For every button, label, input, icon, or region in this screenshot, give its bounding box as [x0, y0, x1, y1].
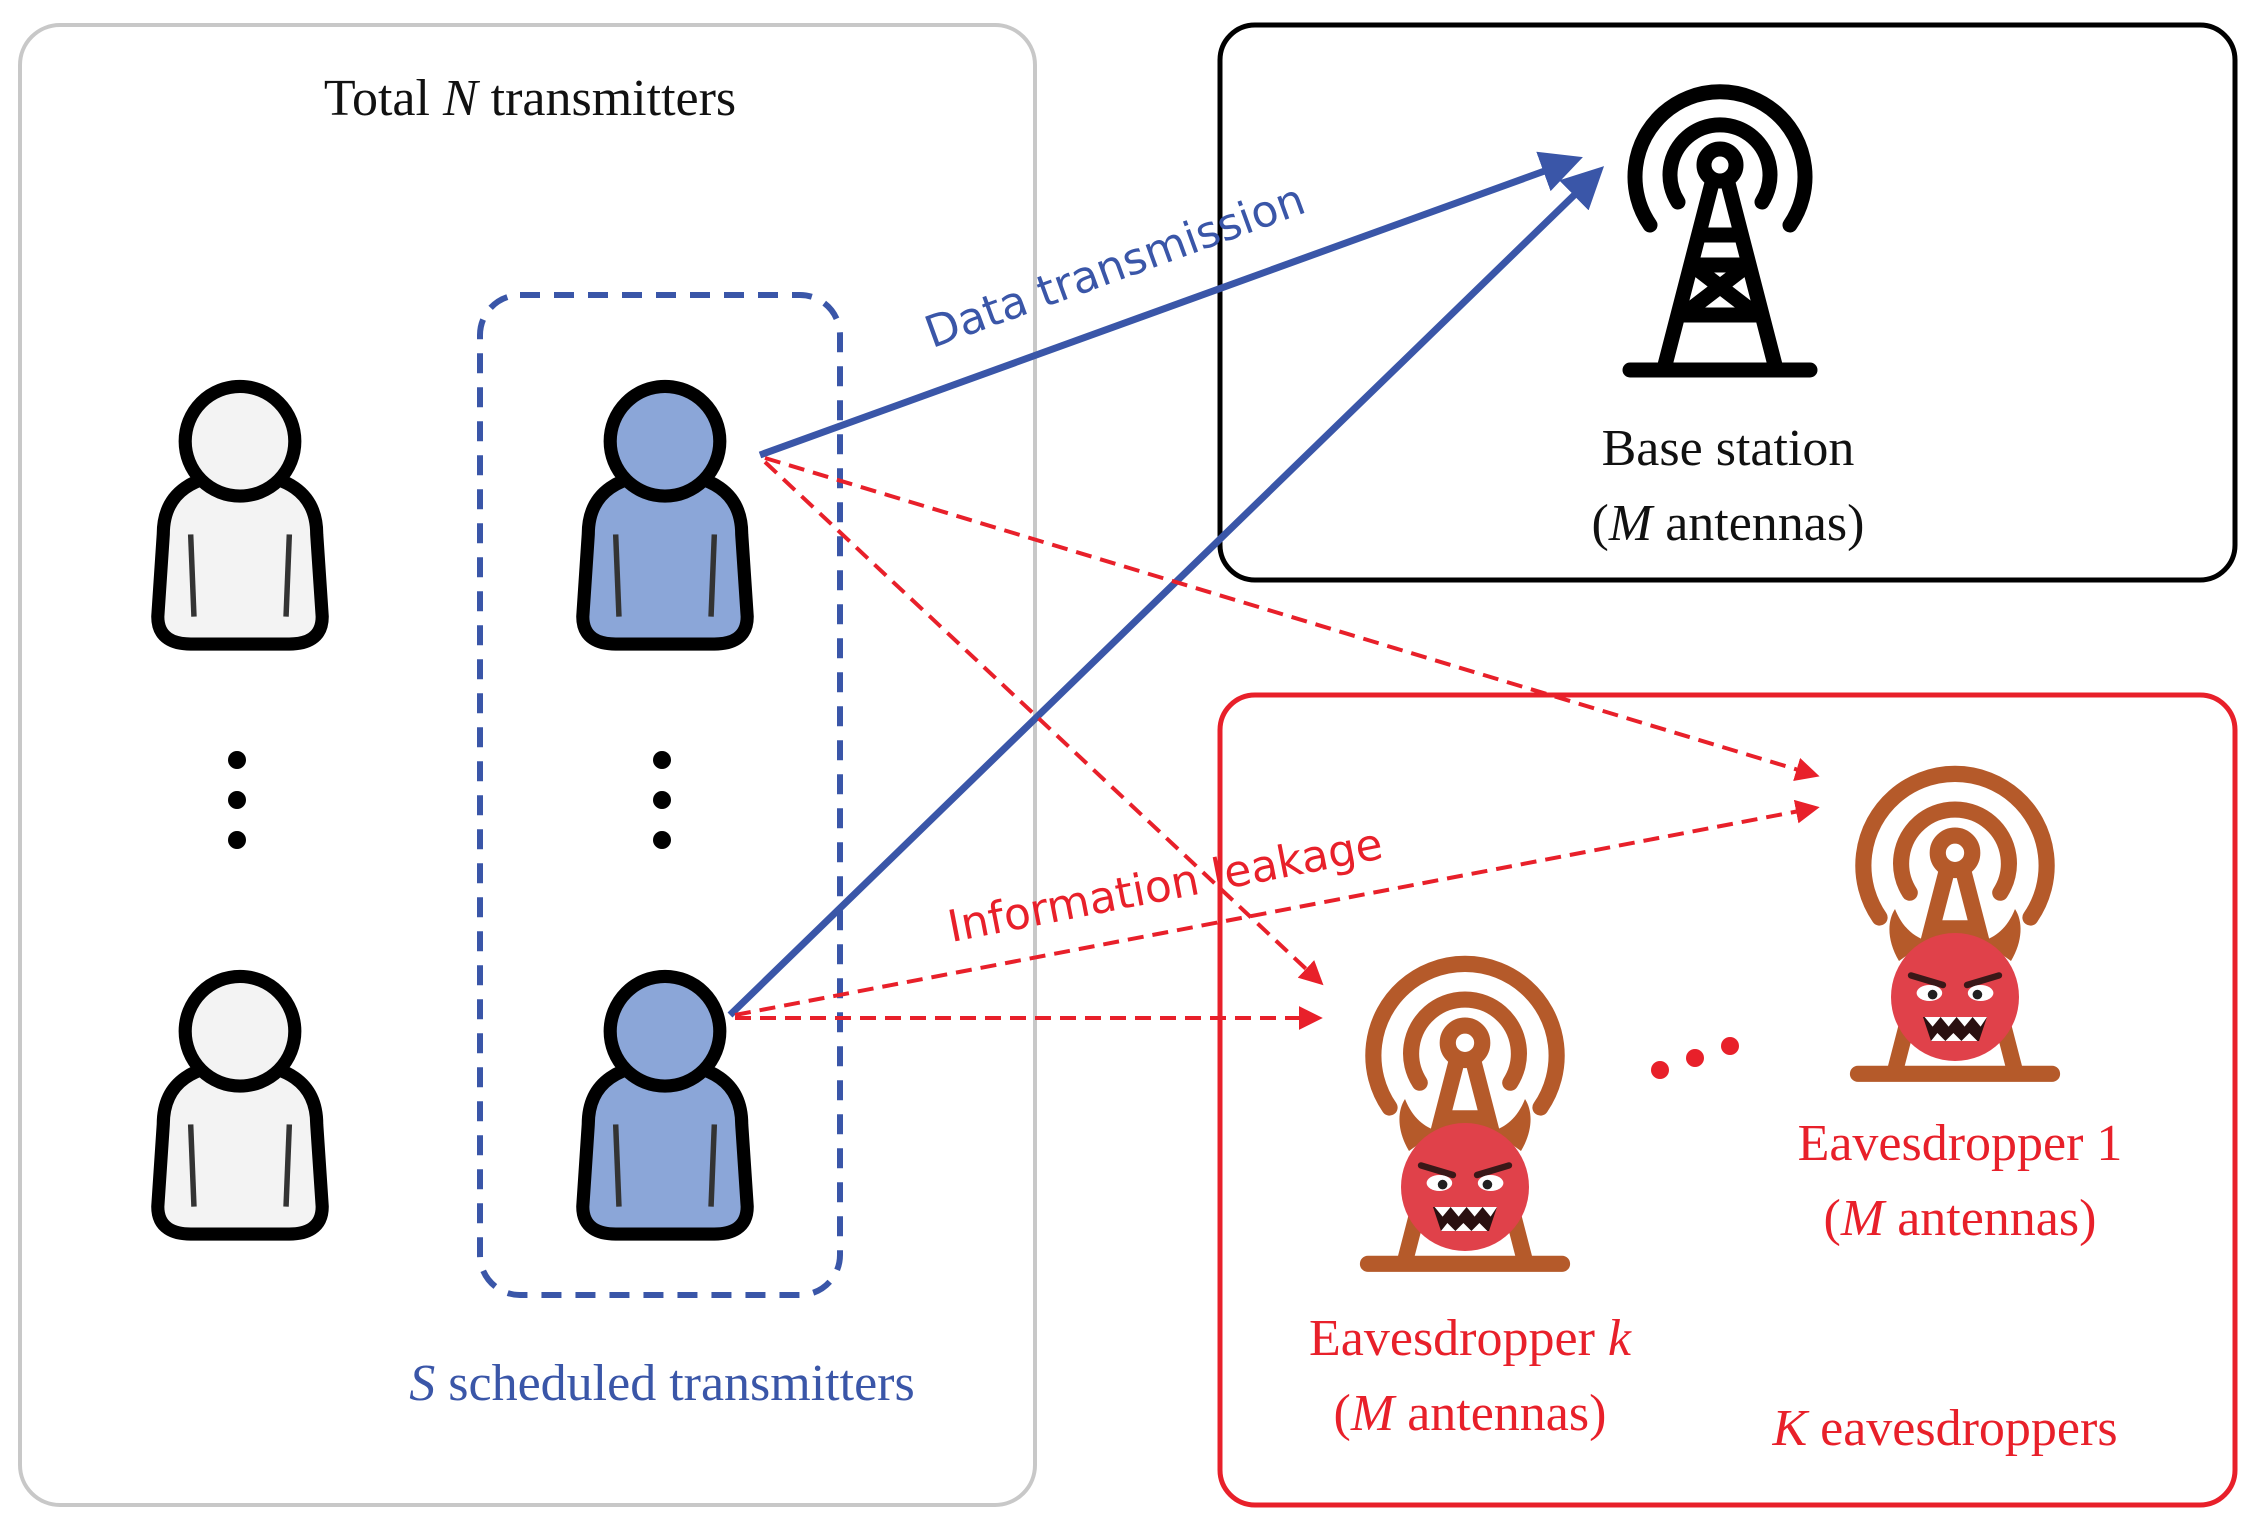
eavesdropper-1-name: Eavesdropper 1 [1798, 1115, 2123, 1172]
base-station-name: Base station [1602, 420, 1855, 477]
person-icon [158, 976, 322, 1234]
person-icon [158, 386, 322, 644]
scheduled-group [477, 292, 843, 1298]
base-station-panel [1217, 22, 2238, 583]
scheduled-transmitters-label: S scheduled transmitters [409, 1355, 914, 1412]
ellipsis-left [228, 751, 246, 849]
person-icon [583, 976, 747, 1234]
k-eavesdroppers-label: K eavesdroppers [1771, 1400, 2117, 1457]
eavesdropper-k-name: Eavesdropper k [1309, 1310, 1632, 1367]
base-station-antennas: (M antennas) [1592, 495, 1865, 552]
data-arrow-bottom [727, 166, 1605, 1018]
person-icon [583, 386, 747, 644]
eavesdroppers-panel [1217, 692, 2238, 1508]
data-transmission-label: Data transmission [918, 174, 1311, 359]
data-arrow-top [758, 151, 1583, 459]
ellipsis-scheduled [653, 751, 671, 849]
eavesdropper-1-antennas: (M antennas) [1824, 1190, 2097, 1247]
leak-arrow-bottom-to-eve1 [734, 799, 1820, 1017]
radio-tower-icon [1630, 92, 1810, 370]
eavesdropper-k-antennas: (M antennas) [1334, 1385, 1607, 1442]
total-transmitters-label: Total N transmitters [324, 70, 736, 127]
leak-arrow-top-to-eve1 [764, 456, 1820, 781]
ellipsis-eavesdroppers [1651, 1037, 1739, 1079]
transmitters-panel [18, 23, 1037, 1507]
leak-arrow-top-to-evek [763, 460, 1324, 986]
